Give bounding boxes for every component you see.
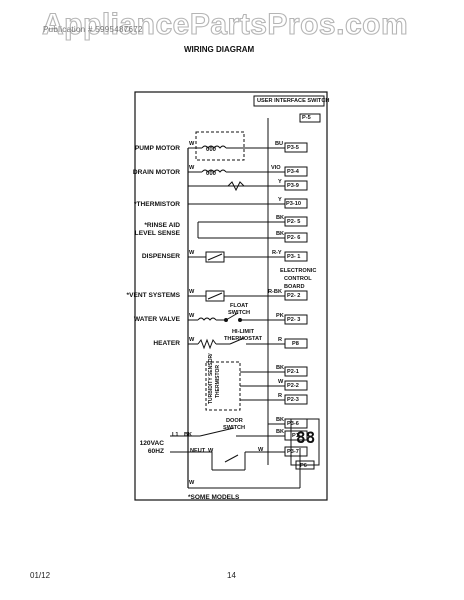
door-switch-label-1: DOOR — [226, 418, 243, 424]
ui-switch-box — [253, 95, 325, 107]
connector-p31: P3- 1 — [287, 254, 301, 260]
wire-w-neut: W — [208, 448, 214, 454]
connector-p310: P3-10 — [286, 201, 301, 207]
wire-y-1: Y — [278, 179, 282, 185]
wire-bk-1: BK — [276, 215, 285, 221]
rinse-aid-label: *RINSE AID — [144, 222, 180, 229]
turbidity-label-1: TURBIDITY SENSOR/ — [208, 353, 214, 404]
wire-bk-turb: BK — [276, 365, 285, 371]
connector-p1: P1 — [292, 433, 299, 439]
footer-date: 01/12 — [30, 571, 51, 580]
wire-w-heater: W — [189, 337, 195, 343]
pump-winding-label: 000 — [206, 147, 217, 153]
drain-motor-label: DRAIN MOTOR — [132, 169, 180, 176]
wire-pk: PK — [276, 313, 284, 319]
pump-motor-label: PUMP MOTOR — [134, 145, 180, 152]
water-valve-label: WATER VALVE — [133, 316, 180, 323]
publication-number: Publication # 5995487672 — [43, 25, 143, 34]
wire-w-turb: W — [278, 379, 284, 385]
wire-w-vent: W — [189, 289, 195, 295]
ui-switch-label: USER INTERFACE SWITCH — [257, 98, 330, 104]
connector-p21: P2-1 — [287, 369, 299, 375]
page-title: WIRING DIAGRAM — [184, 45, 255, 54]
supply-frequency-label: 60HZ — [147, 448, 164, 455]
level-sense-label: LEVEL SENSE — [134, 230, 180, 237]
wire-bu: BU — [275, 141, 284, 147]
hi-limit-label-1: HI-LIMIT — [232, 329, 255, 335]
wire-w-p37: W — [258, 447, 264, 453]
line-l1-label: L1 — [172, 432, 179, 438]
connector-p8: P8 — [292, 341, 299, 347]
some-models-note: *SOME MODELS — [188, 494, 240, 501]
watermark-logo: AppliancePartsPros.com — [41, 7, 409, 41]
wire-w-valve: W — [189, 313, 195, 319]
turbidity-label-2: THERMISTOR — [215, 365, 221, 398]
connector-p6: P6 — [300, 463, 307, 469]
pump-motor-box — [195, 131, 245, 161]
display-module — [290, 418, 320, 466]
wire-w-drain: W — [189, 165, 195, 171]
connector-p23a: P2- 3 — [287, 317, 301, 323]
heater-label: HEATER — [153, 340, 180, 347]
wire-w-dispenser: W — [189, 250, 195, 256]
thermistor-label: *THERMISTOR — [133, 201, 180, 208]
float-switch-label-1: FLOAT — [230, 303, 249, 309]
wire-bk-p1: BK — [276, 429, 285, 435]
wire-r-bk: R-BK — [268, 289, 282, 295]
footer-page-number: 14 — [227, 571, 236, 580]
connector-p25: P2- 5 — [287, 219, 301, 225]
wire-bk-2: BK — [276, 231, 285, 237]
connector-p5: P-5 — [302, 115, 311, 121]
hi-limit-label-2: THERMOSTAT — [224, 336, 263, 342]
neutral-label: NEUT — [190, 448, 206, 454]
wire-r-turb: R — [278, 393, 283, 399]
drain-winding-label: 000 — [206, 171, 217, 177]
float-switch-label-2: SWITCH — [228, 310, 251, 316]
connector-p34: P3-4 — [287, 169, 299, 175]
wire-bk-line: BK — [184, 432, 193, 438]
control-board-label-1: ELECTRONIC — [280, 268, 317, 274]
diagram-frame — [134, 91, 328, 501]
connector-p26: P2- 6 — [287, 235, 301, 241]
wire-vio: VIO — [271, 165, 281, 171]
control-board-label-3: BOARD — [284, 284, 305, 290]
vent-systems-label: *VENT SYSTEMS — [126, 292, 181, 299]
connector-p36: P3-6 — [287, 421, 299, 427]
connector-p22a: P2- 2 — [287, 293, 301, 299]
supply-voltage-label: 120VAC — [139, 440, 164, 447]
connector-p35: P3-5 — [287, 145, 299, 151]
control-board-label-2: CONTROL — [284, 276, 312, 282]
wire-w-bottom: W — [189, 480, 195, 486]
wire-w-pump: W — [189, 141, 195, 147]
connector-p23b: P2-3 — [287, 397, 299, 403]
connector-p39: P3-9 — [287, 183, 299, 189]
wire-r-heater: R — [278, 337, 283, 343]
door-switch-label-2: SWITCH — [223, 425, 246, 431]
connector-p22b: P2-2 — [287, 383, 299, 389]
connector-p37: P3-7 — [287, 449, 299, 455]
dispenser-label: DISPENSER — [141, 253, 180, 260]
display-digits: 88 — [296, 428, 316, 447]
wire-y-2: Y — [278, 197, 282, 203]
wire-r-y: R-Y — [272, 250, 282, 256]
wire-bk-door: BK — [276, 417, 285, 423]
